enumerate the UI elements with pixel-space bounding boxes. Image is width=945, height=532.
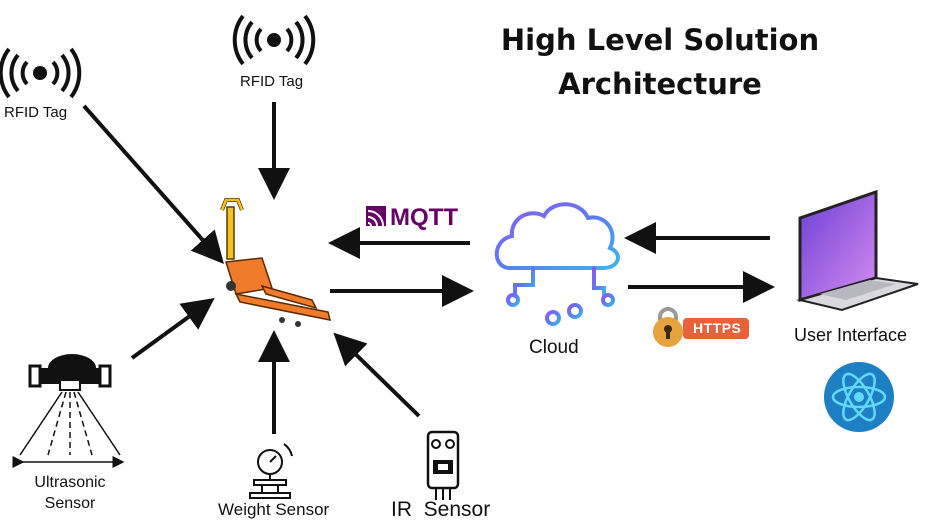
ultrasonic-sensor-label: Ultrasonic Sensor: [22, 472, 118, 514]
lock-icon: [653, 307, 683, 347]
rfid-icon: [232, 14, 316, 66]
arrow-ir-to-jack: [333, 332, 421, 418]
diagram-title: High Level Solution Architecture: [470, 18, 850, 106]
ultrasonic-sensor-icon: [12, 354, 125, 468]
weight-sensor-icon: [249, 443, 293, 499]
cloud-icon: [494, 202, 620, 326]
title-line-2: Architecture: [558, 67, 762, 101]
weight-sensor-label: Weight Sensor: [218, 500, 330, 519]
arrows: [82, 102, 775, 434]
title-line-1: High Level Solution: [500, 23, 820, 57]
https-badge: HTTPS: [683, 318, 750, 339]
rfid-tag-label-top: RFID Tag: [240, 73, 304, 90]
ir-sensor-label: IR Sensor: [391, 498, 491, 521]
ir-sensor-icon: [426, 430, 460, 500]
pallet-jack-icon: [220, 198, 332, 327]
user-interface-label: User Interface: [794, 325, 908, 345]
arrow-ultrasonic-to-jack: [130, 297, 215, 360]
ultrasonic-label-line-2: Sensor: [44, 495, 96, 512]
cloud-label: Cloud: [529, 337, 579, 358]
rfid-tag-label-left: RFID Tag: [4, 104, 68, 121]
arrow-rfid-left-to-jack: [82, 104, 224, 264]
ultrasonic-label-line-1: Ultrasonic: [34, 474, 106, 491]
mqtt-label: MQTT: [390, 204, 458, 231]
mqtt-logo-icon: [366, 206, 386, 227]
rfid-icon: [0, 47, 82, 99]
react-icon: [824, 362, 894, 432]
laptop-icon: [796, 189, 919, 312]
